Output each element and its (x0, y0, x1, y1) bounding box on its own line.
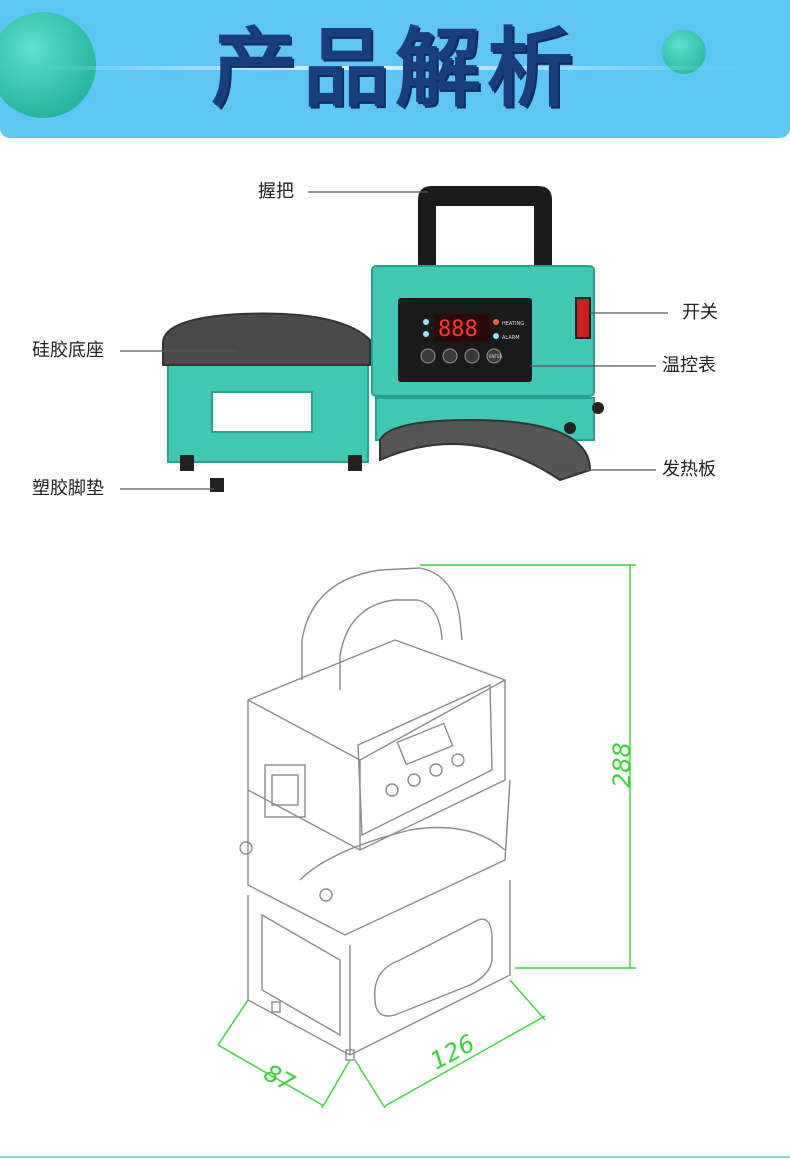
dimension-lines (217, 564, 636, 1109)
heat-press-head: 888 HEATING ALARM ENTER (371, 186, 604, 482)
callout-heating-plate: 发热板 (662, 459, 716, 480)
bottom-divider (0, 1156, 790, 1158)
callout-rubber-feet: 塑胶脚垫 (32, 478, 104, 499)
callout-thermostat: 温控表 (662, 355, 716, 376)
heating-label: HEATING (502, 321, 524, 327)
dimension-height: 288 (608, 742, 636, 788)
product-photo: 888 HEATING ALARM ENTER (120, 186, 668, 492)
silicone-base-stand (162, 312, 371, 492)
light-streak (40, 66, 740, 70)
machine-outline (239, 567, 511, 1061)
alarm-label: ALARM (502, 335, 520, 341)
title-banner: 产品解析 (0, 0, 790, 138)
callout-handle: 握把 (258, 181, 294, 202)
decorative-orb-left (0, 12, 96, 118)
callout-switch: 开关 (682, 302, 718, 323)
callout-lines (120, 191, 668, 490)
dimension-depth: 87 (259, 1059, 300, 1098)
callout-silicone-base: 硅胶底座 (32, 340, 104, 361)
banner-title: 产品解析 (211, 19, 579, 119)
display-readout: 888 (438, 317, 478, 342)
enter-label: ENTER (489, 354, 502, 359)
